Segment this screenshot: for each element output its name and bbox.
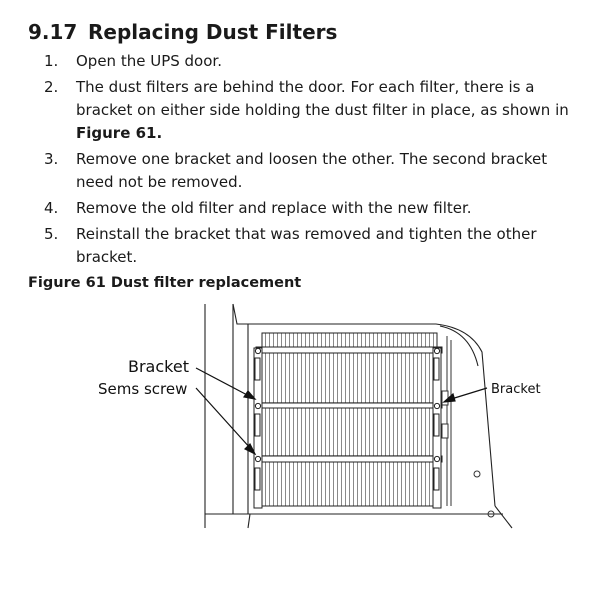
callout-bracket-left: Bracket	[128, 357, 189, 376]
step-5: 5. Reinstall the bracket that was remove…	[0, 223, 576, 269]
dust-filter-middle	[261, 407, 438, 457]
step-2: 2. The dust filters are behind the door.…	[0, 76, 576, 145]
cabinet-frame	[204, 303, 513, 529]
step-3: 3. Remove one bracket and loosen the oth…	[0, 148, 576, 194]
sems-screws	[254, 347, 441, 463]
procedure-steps: 1. Open the UPS door. 2. The dust filter…	[0, 50, 600, 272]
dust-filter-top	[261, 332, 438, 404]
figure-caption: Figure 61 Dust filter replacement	[28, 275, 302, 291]
bracket-right	[432, 347, 442, 509]
step-text: Reinstall the bracket that was removed a…	[76, 225, 537, 266]
step-number: 2.	[44, 78, 59, 96]
step-text: Remove one bracket and loosen the other.…	[76, 150, 548, 191]
section-heading: 9.17 Replacing Dust Filters	[28, 18, 337, 46]
step-text: Open the UPS door.	[76, 52, 222, 70]
step-1: 1. Open the UPS door.	[0, 50, 576, 73]
cabinet-door-edge	[441, 336, 495, 518]
step-number: 4.	[44, 199, 59, 217]
callout-sems-screw: Sems screw	[98, 380, 188, 398]
step-text: The dust filters are behind the door. Fo…	[76, 78, 569, 119]
step-number: 1.	[44, 52, 59, 70]
callout-bracket-right: Bracket	[491, 382, 541, 397]
step-4: 4. Remove the old filter and replace wit…	[0, 197, 576, 220]
dust-filter-bottom	[261, 461, 438, 507]
dust-filter-figure	[0, 296, 600, 536]
ups-cabinet-drawing	[195, 303, 513, 529]
step-number: 3.	[44, 150, 59, 168]
step-number: 5.	[44, 225, 59, 243]
step-text: Remove the old filter and replace with t…	[76, 199, 472, 217]
section-title: Replacing Dust Filters	[88, 20, 338, 44]
section-number: 9.17	[28, 20, 78, 44]
bracket-left	[253, 347, 263, 509]
figure-reference: Figure 61.	[76, 124, 163, 142]
callout-arrows	[195, 367, 488, 456]
